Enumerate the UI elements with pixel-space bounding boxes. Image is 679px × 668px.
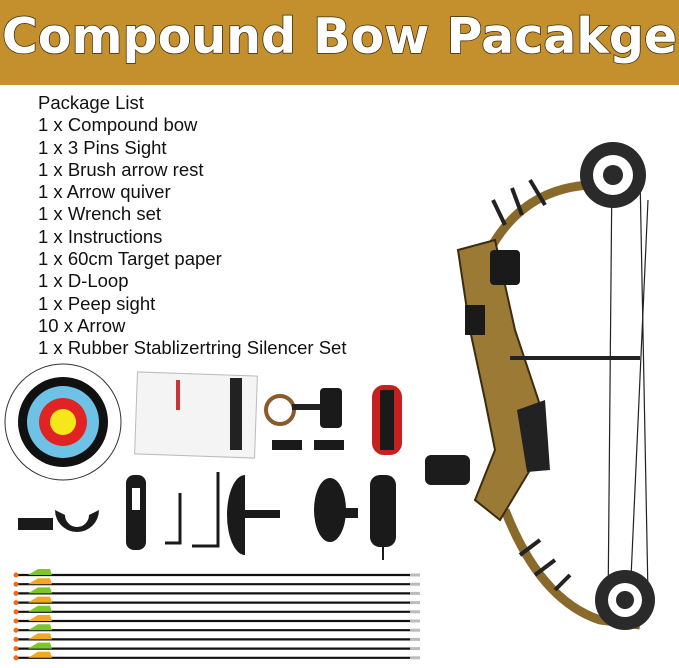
quiver-accessory xyxy=(372,385,402,455)
header-banner xyxy=(0,0,679,85)
page-title: Compound Bow Pacakge xyxy=(1,7,678,66)
silencer-set xyxy=(227,475,280,555)
arrow-rest xyxy=(18,510,99,532)
arrow xyxy=(13,651,420,661)
list-item: 1 x Brush arrow rest xyxy=(38,158,204,180)
arrow xyxy=(13,596,420,606)
list-item: 1 x Arrow quiver xyxy=(38,181,171,203)
allen-keys xyxy=(165,472,220,548)
list-item: 1 x 60cm Target paper xyxy=(38,248,222,270)
sight-accessory xyxy=(264,388,344,450)
stabilizer xyxy=(425,455,470,485)
list-item: 1 x D-Loop xyxy=(38,270,129,292)
list-item: 1 x 3 Pins Sight xyxy=(38,136,167,158)
arrow xyxy=(13,605,420,615)
list-item: 1 x Wrench set xyxy=(38,203,162,225)
accessories-image xyxy=(4,363,420,661)
arrow xyxy=(13,569,420,578)
package-list-heading: Package List xyxy=(38,92,144,113)
list-item: 1 x Compound bow xyxy=(38,114,198,136)
arrows xyxy=(13,569,420,661)
lower-limb xyxy=(500,508,641,630)
target-paper xyxy=(4,363,122,481)
wrench xyxy=(126,475,146,550)
package-list: Package List 1 x Compound bow 1 x 3 Pins… xyxy=(38,92,346,360)
arrow xyxy=(13,642,420,652)
list-item: 1 x Instructions xyxy=(38,225,163,247)
arrow xyxy=(13,578,420,587)
list-item: 1 x Peep sight xyxy=(38,292,156,314)
instructions-manual xyxy=(134,371,258,459)
arrow xyxy=(13,587,420,596)
list-item: 10 x Arrow xyxy=(38,314,126,336)
arrow xyxy=(13,615,420,624)
bow-sight xyxy=(465,305,485,335)
stabilizer-accessory xyxy=(314,475,396,560)
arrow xyxy=(13,633,420,642)
arrow xyxy=(13,624,420,633)
quiver-mount xyxy=(490,250,520,285)
list-item: 1 x Rubber Stablizertring Silencer Set xyxy=(38,337,347,359)
grip xyxy=(517,400,550,472)
